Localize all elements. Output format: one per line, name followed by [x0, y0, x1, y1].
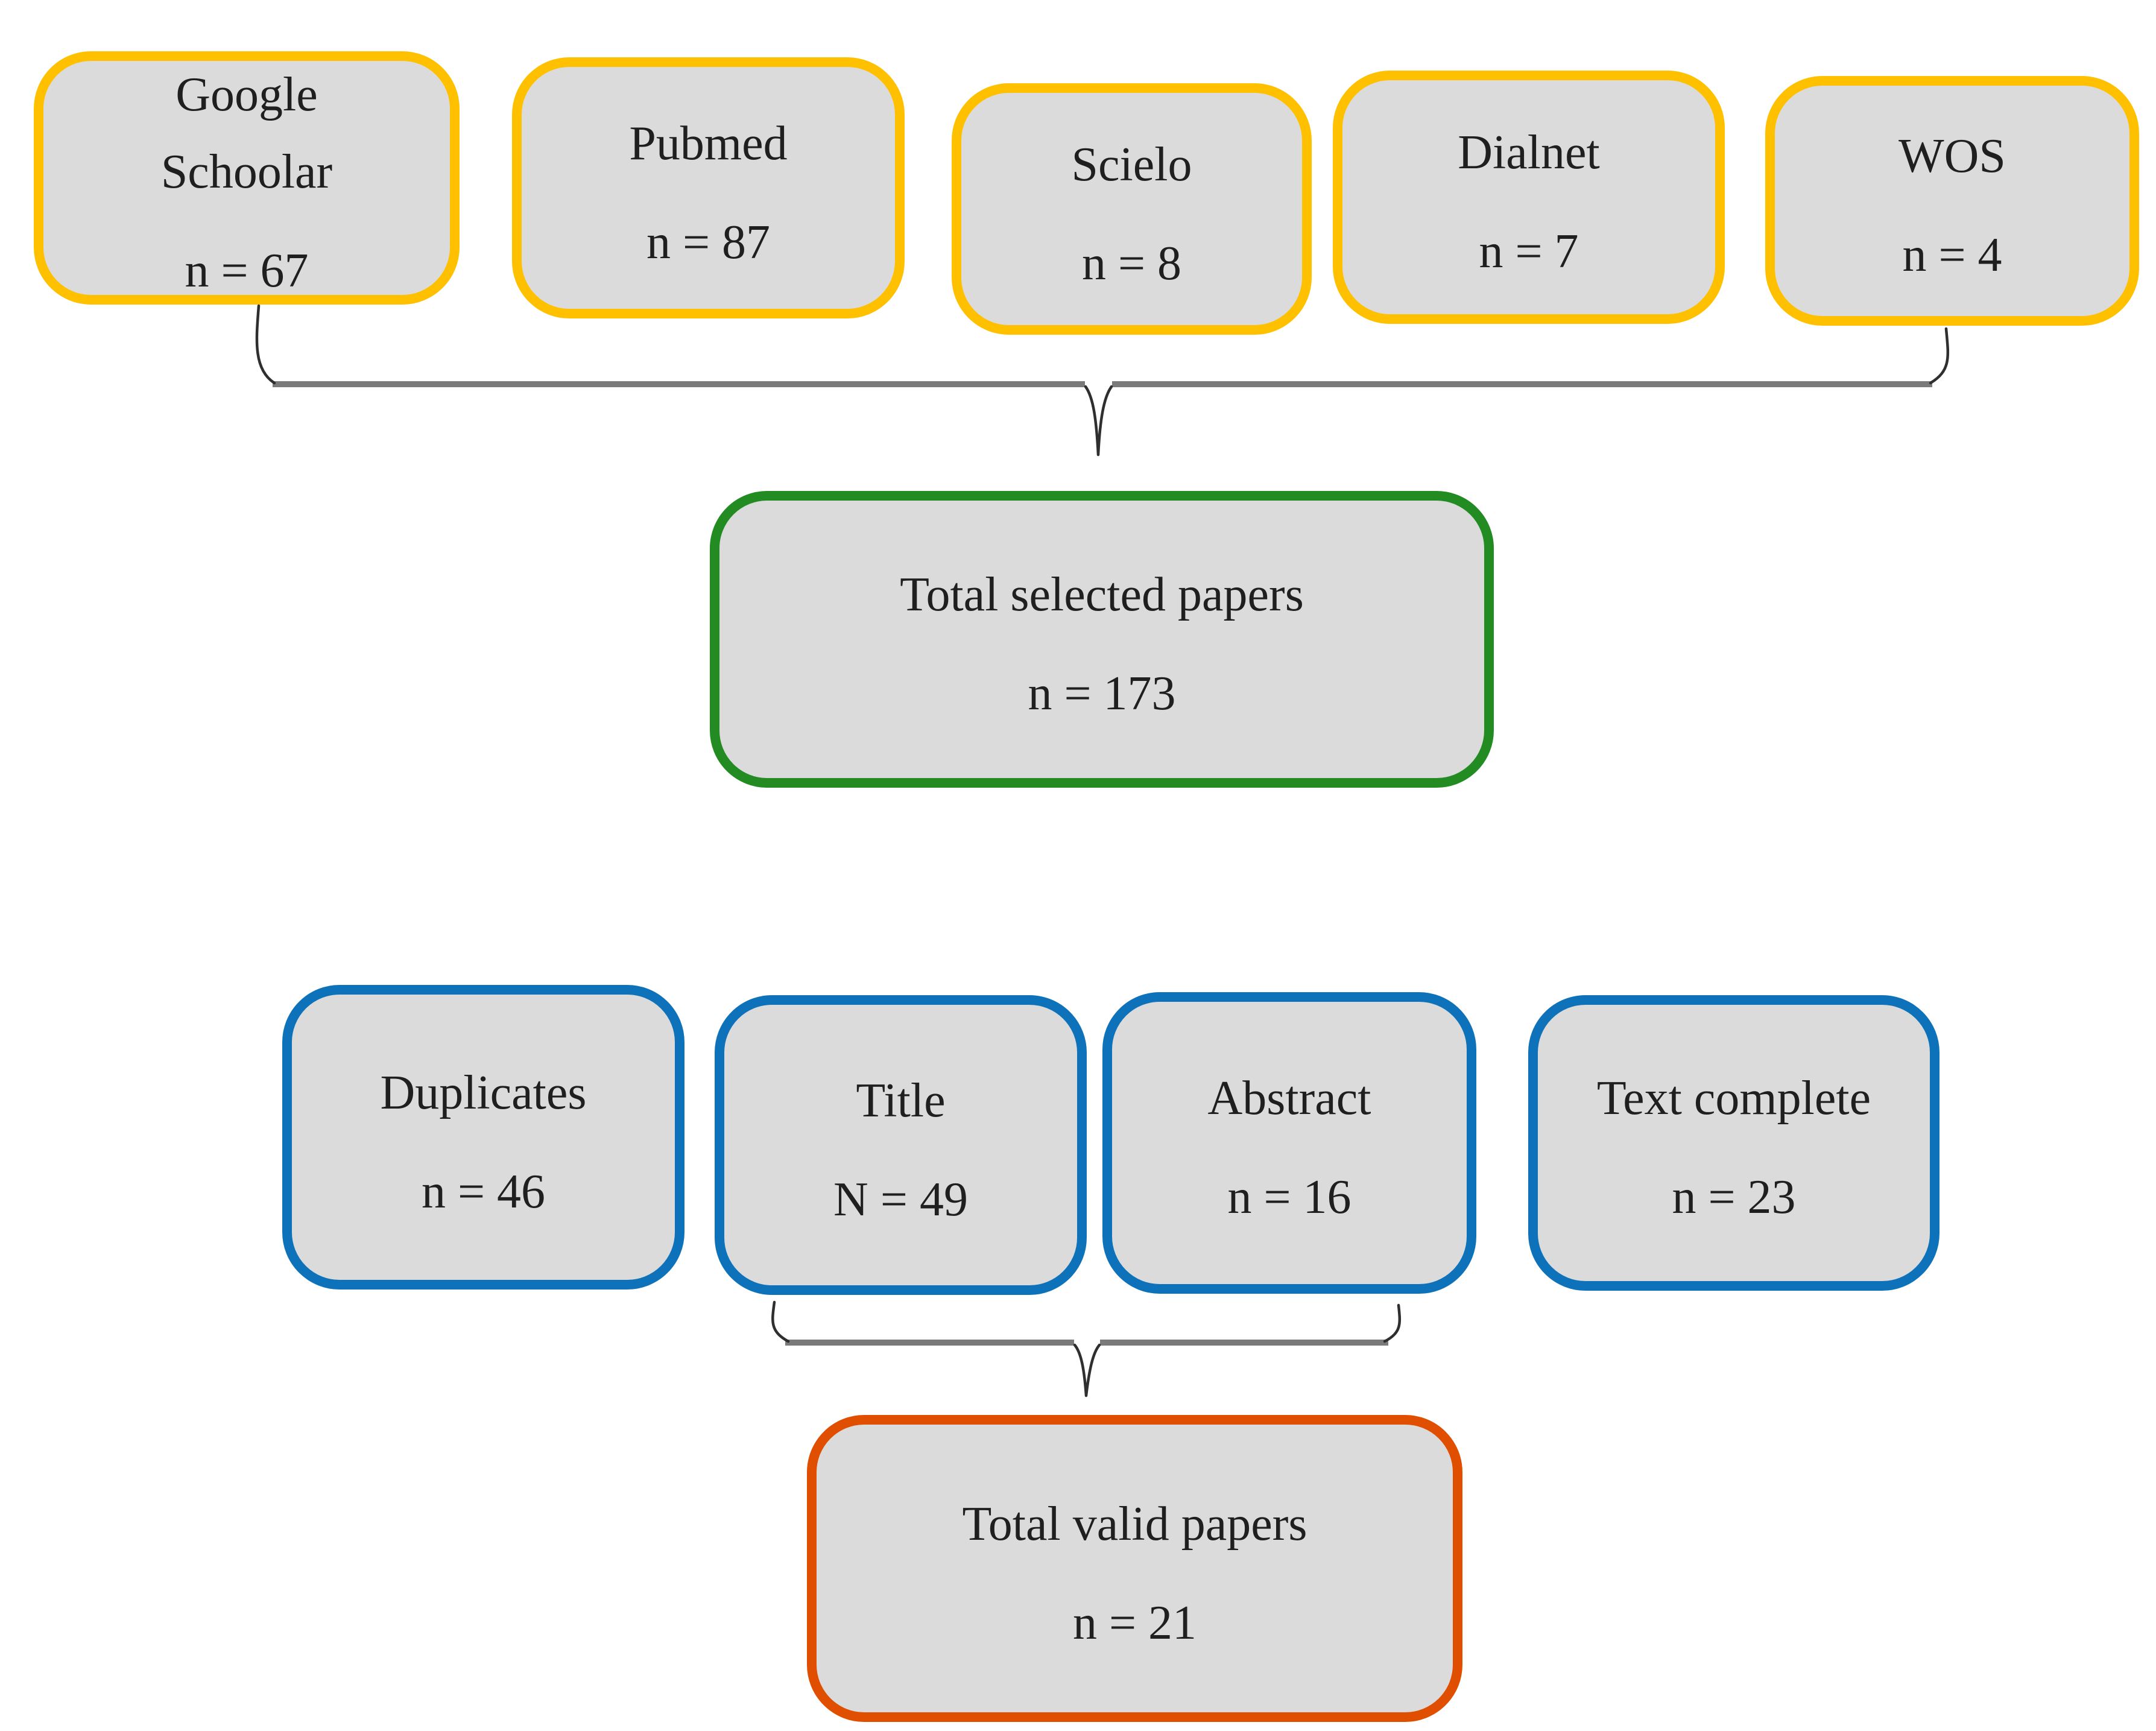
- screening-box-title: Title N = 49: [715, 995, 1087, 1295]
- box-label-line: Title: [856, 1074, 946, 1127]
- box-label: Title: [856, 1062, 945, 1139]
- box-count: n = 67: [185, 244, 309, 297]
- box-label-line: Pubmed: [629, 116, 788, 170]
- box-label-line: Text complete: [1596, 1072, 1871, 1125]
- box-label: Google Schoolar: [161, 56, 332, 210]
- box-label: Dialnet: [1458, 114, 1599, 191]
- box-count: n = 4: [1902, 229, 2002, 282]
- box-count: n = 46: [421, 1165, 546, 1218]
- box-count: n = 8: [1081, 236, 1182, 290]
- source-box-pubmed: Pubmed n = 87: [512, 57, 905, 318]
- box-label-line: WOS: [1898, 130, 2006, 183]
- total-valid-box: Total valid papers n = 21: [807, 1415, 1462, 1722]
- box-label: Scielo: [1072, 126, 1192, 203]
- box-label-line: Total selected papers: [900, 568, 1304, 621]
- top-brace-pointer: [1084, 385, 1113, 457]
- box-count: n = 23: [1672, 1171, 1796, 1224]
- source-box-scielo: Scielo n = 8: [952, 83, 1312, 335]
- screening-box-duplicates: Duplicates n = 46: [282, 985, 684, 1290]
- box-count: N = 49: [833, 1172, 968, 1226]
- bottom-brace-left-hook: [771, 1300, 790, 1343]
- box-label-line: Total valid papers: [962, 1497, 1307, 1551]
- box-label-line: Dialnet: [1458, 126, 1600, 179]
- bottom-brace-right-hook: [1383, 1303, 1402, 1343]
- box-label: Duplicates: [380, 1054, 586, 1131]
- box-count: n = 21: [1072, 1596, 1197, 1650]
- screening-box-text-complete: Text complete n = 23: [1528, 995, 1939, 1291]
- top-brace-right-hook: [1929, 327, 1950, 385]
- box-label: Pubmed: [629, 105, 787, 182]
- box-label-line: Abstract: [1207, 1072, 1371, 1125]
- source-box-dialnet: Dialnet n = 7: [1333, 71, 1725, 324]
- box-count: n = 173: [1028, 667, 1176, 720]
- top-brace-left-hook: [255, 304, 276, 385]
- box-label: Abstract: [1207, 1060, 1371, 1137]
- box-count: n = 16: [1227, 1171, 1351, 1224]
- box-label: Total valid papers: [963, 1486, 1307, 1563]
- box-label-line: Duplicates: [380, 1066, 587, 1119]
- box-label-line: Google: [175, 68, 318, 121]
- box-label-line: Scielo: [1071, 138, 1192, 191]
- screening-box-abstract: Abstract n = 16: [1102, 992, 1476, 1294]
- box-label: WOS: [1898, 118, 2006, 195]
- source-box-google-schoolar: Google Schoolar n = 67: [34, 51, 460, 305]
- box-label: Total selected papers: [900, 556, 1304, 633]
- box-label: Text complete: [1597, 1060, 1871, 1137]
- box-label-line: Schoolar: [160, 145, 333, 198]
- box-count: n = 87: [646, 215, 771, 269]
- total-selected-box: Total selected papers n = 173: [710, 491, 1494, 788]
- source-box-wos: WOS n = 4: [1765, 76, 2139, 326]
- bottom-brace-pointer: [1073, 1343, 1101, 1397]
- box-count: n = 7: [1479, 225, 1579, 278]
